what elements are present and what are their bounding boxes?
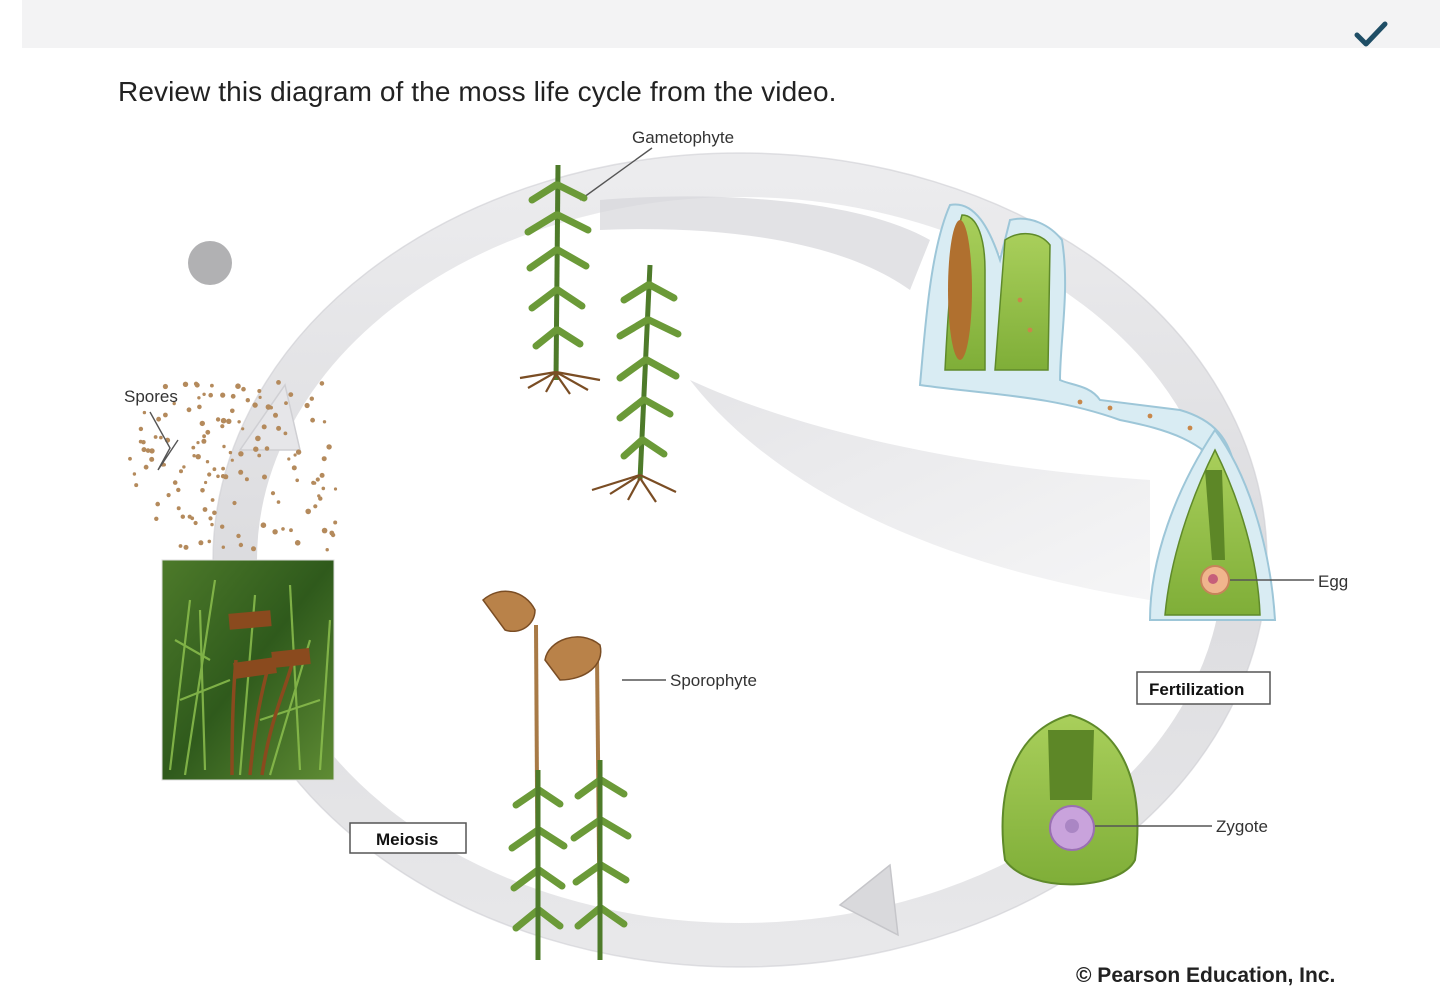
gametangia-illustration [918,203,1237,477]
label-sporophyte: Sporophyte [670,671,757,690]
leader-spores [149,411,179,471]
moss-life-cycle-diagram: Gametophyte [124,128,1348,968]
meiosis-box [349,822,467,854]
label-spores: Spores [124,387,178,406]
leader-gametophyte [579,147,653,201]
spores-cloud [128,380,338,552]
label-meiosis: Meiosis [376,830,438,849]
instruction-text: Review this diagram of the moss life cyc… [118,76,837,107]
checkmark-icon[interactable] [1354,20,1388,50]
flow-sweep-top [600,196,930,290]
label-zygote: Zygote [1216,817,1268,836]
fertilization-box [1136,671,1271,705]
label-fertilization: Fertilization [1149,680,1244,699]
top-toolbar [22,0,1440,48]
grey-dot [188,241,232,285]
moss-photo [161,559,335,781]
archegonium-egg [1148,428,1277,621]
label-egg: Egg [1318,572,1348,591]
flow-sweep [690,380,1150,600]
gametophyte-plant-2 [591,264,682,503]
label-gametophyte: Gametophyte [632,128,734,147]
copyright-text: © Pearson Education, Inc. [1076,964,1336,987]
gametophyte-plant-1 [519,164,601,395]
sporophyte-plants [481,590,632,960]
arrowhead-bottom [838,863,899,937]
zygote-illustration [1001,713,1139,886]
